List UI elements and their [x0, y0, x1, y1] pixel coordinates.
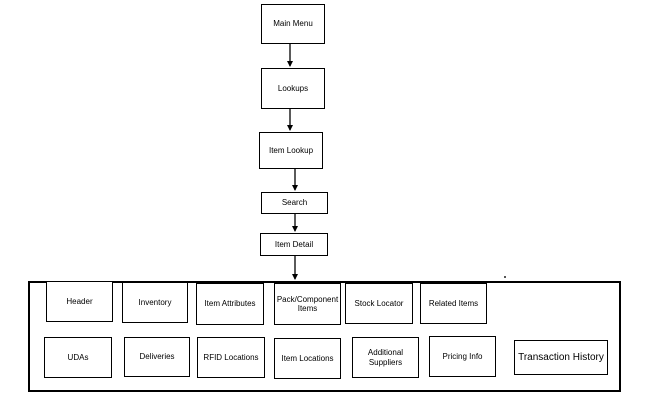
tab-transaction-history: Transaction History: [514, 340, 608, 375]
item-lookup-node: Item Lookup: [259, 132, 323, 169]
tab-related-items: Related Items: [420, 283, 487, 324]
tab-inventory-label: Inventory: [138, 297, 172, 307]
tab-item-locations-label: Item Locations: [281, 353, 334, 363]
tab-header-label: Header: [66, 296, 93, 306]
search-node: Search: [261, 192, 328, 214]
tab-rfid-locations: RFID Locations: [197, 337, 265, 378]
tab-pricing-info: Pricing Info: [429, 336, 496, 377]
tab-inventory: Inventory: [122, 282, 188, 323]
main-menu-label: Main Menu: [273, 19, 313, 29]
tab-rfid-locations-label: RFID Locations: [203, 352, 259, 362]
tab-deliveries: Deliveries: [124, 337, 190, 377]
tab-related-items-label: Related Items: [428, 298, 479, 308]
item-lookup-label: Item Lookup: [268, 145, 314, 155]
tab-stock-locator-label: Stock Locator: [354, 298, 404, 308]
tab-udas: UDAs: [44, 337, 112, 378]
tab-transaction-history-label: Transaction History: [518, 351, 604, 363]
stray-mark: [504, 276, 506, 278]
lookups-label: Lookups: [277, 83, 309, 93]
item-detail-label: Item Detail: [274, 239, 314, 249]
main-menu-node: Main Menu: [261, 4, 325, 44]
tab-pricing-info-label: Pricing Info: [442, 351, 483, 361]
tab-deliveries-label: Deliveries: [139, 352, 175, 362]
lookups-node: Lookups: [261, 68, 325, 109]
tab-header: Header: [46, 281, 113, 322]
tab-udas-label: UDAs: [67, 352, 89, 362]
tab-pack-component-items-label: Pack/Component Items: [276, 294, 339, 313]
tab-additional-suppliers: Additional Suppliers: [352, 337, 419, 378]
tab-stock-locator: Stock Locator: [345, 283, 413, 324]
item-detail-node: Item Detail: [260, 233, 328, 256]
tab-pack-component-items: Pack/Component Items: [274, 283, 341, 325]
tab-item-attributes-label: Item Attributes: [204, 299, 256, 309]
search-label: Search: [281, 198, 308, 208]
tab-additional-suppliers-label: Additional Suppliers: [367, 348, 404, 367]
tab-item-locations: Item Locations: [274, 338, 341, 379]
tab-item-attributes: Item Attributes: [196, 283, 264, 325]
